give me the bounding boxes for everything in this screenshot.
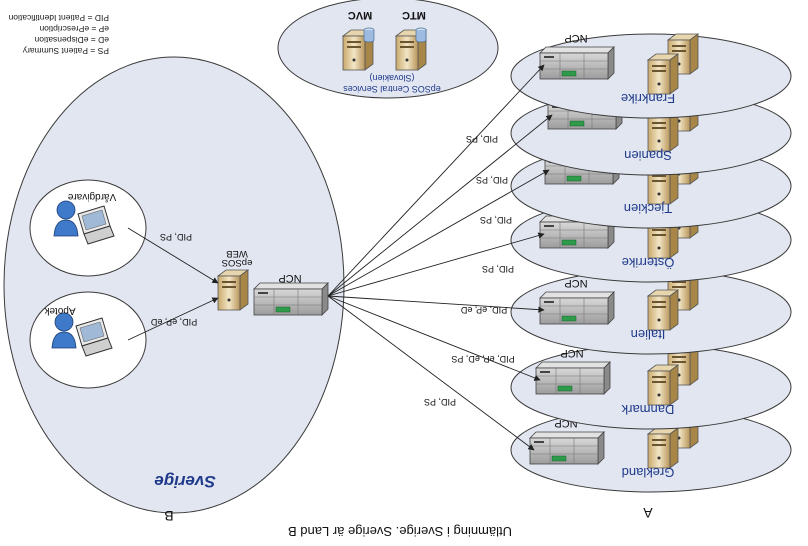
ncp-label: NCP bbox=[564, 32, 587, 44]
country-name: Österrike bbox=[622, 255, 675, 270]
client-label-apotek: Apotek bbox=[43, 305, 75, 316]
server-icon bbox=[647, 53, 679, 95]
mtc-label: MTC bbox=[402, 9, 426, 21]
country-name: Spanien bbox=[624, 148, 672, 163]
country-group: NCP Italien bbox=[510, 269, 792, 355]
link-label: PID, eP, eD bbox=[460, 305, 507, 315]
label-b: B bbox=[164, 508, 173, 524]
label-a: A bbox=[643, 505, 653, 521]
sweden-region: Vårdgivare Apotek epSOS WEB NCP Sverige … bbox=[3, 56, 345, 514]
ncp-server-icon bbox=[529, 431, 605, 465]
legend-line: PS = Patient Summary bbox=[22, 46, 109, 56]
country-name: Tjeckien bbox=[624, 201, 672, 216]
country-group: NCP Danmark bbox=[510, 344, 792, 430]
sweden-ellipse bbox=[3, 56, 345, 514]
central-services: MVC MTC (Slovakien) epSOS Central Servic… bbox=[277, 0, 499, 99]
web-server-icon bbox=[217, 269, 249, 311]
ncp-label: NCP bbox=[564, 277, 587, 289]
database-icon bbox=[363, 27, 375, 43]
country-name: Italien bbox=[631, 327, 666, 342]
arrow-link bbox=[327, 295, 541, 381]
arrow-link bbox=[327, 64, 545, 297]
legend-line: PID = Patient Identification bbox=[8, 13, 109, 23]
arrow-link bbox=[327, 169, 550, 297]
legend: PS = Patient Summary eD = eDispensation … bbox=[8, 13, 109, 56]
web-label-2: WEB bbox=[226, 248, 248, 259]
link-label: PID, PS bbox=[480, 215, 512, 225]
country-name: Grekland bbox=[622, 465, 675, 480]
web-label-1: epSOS bbox=[222, 257, 253, 268]
legend-line: eP = ePrescription bbox=[39, 24, 109, 34]
central-services-ellipse bbox=[277, 0, 499, 99]
central-title: epSOS Central Services bbox=[343, 84, 441, 94]
country-name: Danmark bbox=[621, 402, 674, 417]
central-subtitle: (Slovakien) bbox=[369, 73, 414, 83]
ncp-label-sweden: NCP bbox=[278, 272, 301, 284]
arrow-link bbox=[327, 295, 545, 313]
link-label: PID, PS bbox=[476, 175, 508, 185]
link-label: PID, PS bbox=[482, 264, 514, 274]
ncp-server-icon bbox=[539, 46, 615, 80]
link-label: PID, PS bbox=[466, 134, 498, 144]
arrow-link bbox=[127, 227, 219, 284]
arrow-link bbox=[327, 232, 545, 297]
link-label-apotek: PID, eP, eD bbox=[150, 317, 197, 327]
arrow-link bbox=[327, 295, 535, 451]
ncp-server-icon bbox=[539, 291, 615, 325]
sweden-label: Sverige bbox=[154, 472, 215, 491]
mvc-label: MVC bbox=[348, 9, 373, 21]
ncp-server-icon bbox=[535, 361, 611, 395]
link-label: PID, eP, eD, PS bbox=[451, 354, 514, 364]
server-icon bbox=[647, 427, 679, 469]
ncp-server-icon bbox=[253, 282, 329, 316]
country-stack: NCPGreklandNCPDanmarkNCPItalienNCPÖsterr… bbox=[510, 32, 792, 493]
ncp-label: NCP bbox=[560, 347, 583, 359]
country-links: PID, PS PID, PS PID, PS PID, PS PID, eP, eD P… bbox=[327, 64, 553, 451]
server-icon bbox=[647, 289, 679, 331]
link-label-vardgivare: PID, PS bbox=[160, 232, 192, 242]
legend-line: eD = eDispensation bbox=[34, 35, 109, 45]
country-group: NCP Frankrike bbox=[510, 32, 792, 119]
client-label-vardgivare: Vårdgivare bbox=[67, 191, 116, 203]
database-icon bbox=[415, 27, 427, 43]
arrow-link bbox=[327, 114, 553, 297]
server-icon bbox=[647, 364, 679, 406]
country-name: Frankrike bbox=[621, 91, 675, 106]
diagram-caption: Utlämning i Sverige. Sverige är Land B bbox=[288, 524, 512, 539]
link-label: PID, PS bbox=[424, 397, 456, 407]
arrow-link bbox=[127, 297, 219, 341]
